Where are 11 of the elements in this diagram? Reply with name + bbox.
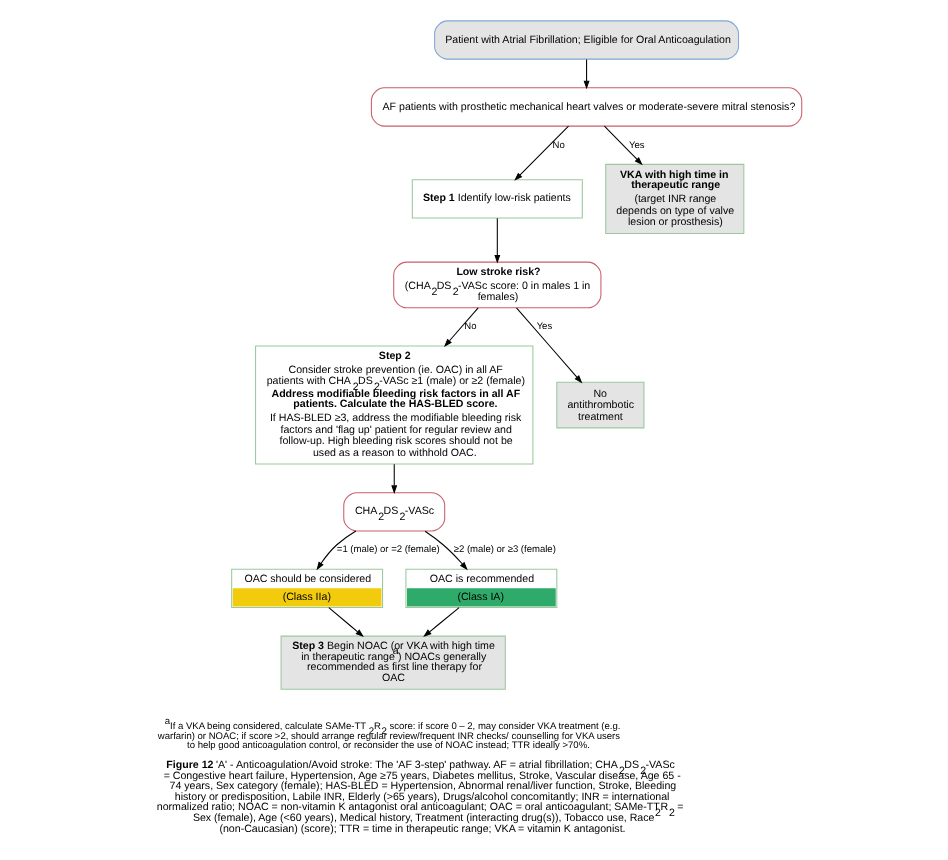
arrow <box>493 217 500 264</box>
arrow <box>602 125 642 166</box>
arrow <box>443 307 478 348</box>
arrow <box>423 530 467 571</box>
arrow <box>514 307 582 384</box>
arrow <box>422 607 459 638</box>
arrow <box>582 58 589 90</box>
arrow <box>315 530 356 571</box>
arrow <box>327 607 363 638</box>
arrow <box>513 125 569 181</box>
arrow <box>390 463 397 494</box>
